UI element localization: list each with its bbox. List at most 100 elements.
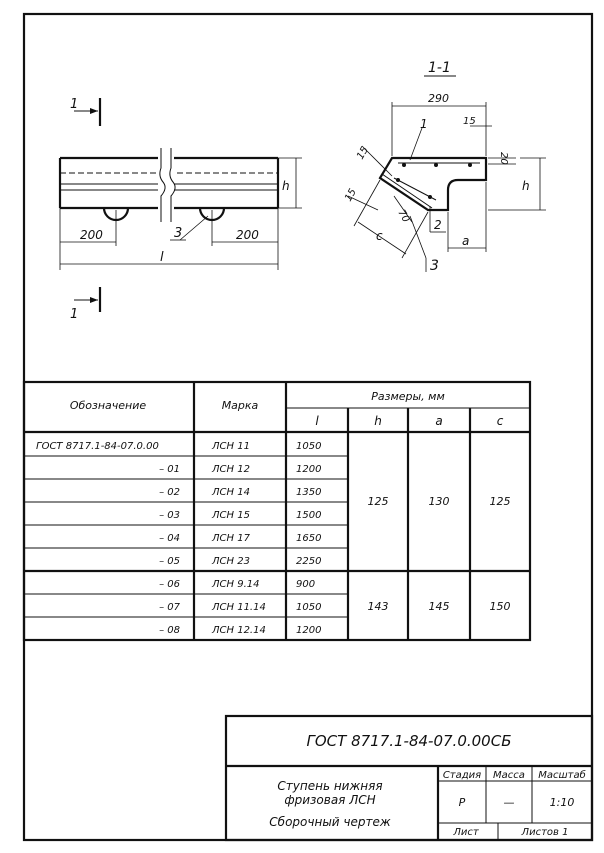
table-row: – 06 ЛСН 9.14 900 [159, 579, 315, 590]
dim-line-15-lower [347, 195, 379, 211]
dim-line-70 [393, 195, 413, 223]
section-title: 1-1 [428, 60, 451, 76]
cell-mark: ЛСН 9.14 [211, 579, 259, 590]
doc-name-line1: Ступень нижняя [277, 779, 382, 793]
title-block-border [224, 714, 594, 842]
arrow-head-bottom [90, 297, 98, 303]
cell-designation: – 08 [159, 625, 180, 636]
dim-h-section: h [522, 179, 530, 193]
rebar-dot [402, 163, 406, 167]
cell-mark: ЛСН 12 [211, 464, 250, 475]
header-designation: Обозначение [70, 399, 147, 412]
group1-a: 130 [429, 495, 450, 508]
stage-label: Стадия [443, 770, 481, 781]
dim-200-right: 200 [236, 228, 259, 242]
dim-20: 20 [498, 152, 509, 165]
rebar-dot [468, 163, 472, 167]
cell-l: 1350 [296, 487, 321, 498]
rebar-dot [434, 163, 438, 167]
dim-a: a [462, 234, 469, 248]
header-dimensions: Размеры, мм [371, 390, 445, 403]
step-profile [378, 156, 488, 212]
dim-line-15-side [361, 145, 393, 177]
callout-3-leader [179, 215, 209, 241]
cell-designation: ГОСТ 8717.1-84-07.0.00 [36, 441, 159, 452]
group2-h: 143 [368, 600, 389, 613]
cell-mark: ЛСН 12.14 [211, 625, 266, 636]
cell-l: 2250 [296, 556, 321, 567]
elevation-view: 1 h 200 200 3 l [58, 97, 302, 322]
cell-l: 1050 [296, 441, 321, 452]
sheet-label: Лист [452, 827, 480, 838]
table-row: – 04 ЛСН 17 1650 [159, 533, 321, 544]
group2-c: 150 [490, 600, 511, 613]
table-row: – 08 ЛСН 12.14 1200 [159, 625, 321, 636]
section-label-bottom: 1 [70, 307, 78, 322]
cell-mark: ЛСН 17 [211, 533, 251, 544]
group1-h: 125 [368, 495, 389, 508]
break-line-left [159, 148, 166, 222]
section-label-top: 1 [70, 97, 78, 112]
doc-type: Сборочный чертеж [269, 815, 391, 829]
rebar-dot [396, 178, 400, 182]
dim-70: 70 [395, 208, 411, 225]
doc-name-line2: фризовая ЛСН [284, 793, 375, 807]
cell-mark: ЛСН 15 [211, 510, 250, 521]
cell-l: 1200 [296, 464, 321, 475]
mass-label: Масса [493, 770, 525, 781]
cell-designation: – 04 [159, 533, 180, 544]
cell-mark: ЛСН 11.14 [211, 602, 266, 613]
group2-a: 145 [429, 600, 450, 613]
callout-1: 1 [420, 117, 428, 131]
cell-designation: – 07 [159, 602, 181, 613]
sheets-label: Листов 1 [521, 827, 569, 838]
cell-mark: ЛСН 11 [211, 441, 250, 452]
table-row: – 02 ЛСН 14 1350 [159, 487, 321, 498]
cell-designation: – 05 [159, 556, 180, 567]
cell-designation: – 03 [159, 510, 180, 521]
cell-designation: – 02 [159, 487, 180, 498]
table-row: ГОСТ 8717.1-84-07.0.00 ЛСН 11 1050 [36, 441, 321, 452]
dim-15-lower: 15 [343, 187, 359, 204]
dim-l-label: l [160, 250, 164, 265]
header-h: h [374, 414, 382, 428]
callout-3-leader-section [409, 215, 427, 259]
break-gap [158, 148, 174, 220]
header-a: a [435, 414, 442, 428]
cell-l: 900 [296, 579, 315, 590]
dim-c: c [376, 229, 383, 243]
dim-200-left: 200 [80, 228, 103, 242]
cell-l: 1050 [296, 602, 321, 613]
arrow-head-top [90, 108, 98, 114]
table-border [22, 380, 532, 642]
rebar-dot [428, 195, 432, 199]
cell-designation: – 01 [159, 464, 180, 475]
cell-l: 1200 [296, 625, 321, 636]
dim-15-side: 15 [355, 145, 371, 162]
mass-value: — [504, 796, 515, 809]
cell-l: 1650 [296, 533, 321, 544]
header-mark: Марка [222, 399, 259, 412]
callout-3-section: 3 [430, 258, 439, 274]
group1-c: 125 [490, 495, 511, 508]
table-row: – 05 ЛСН 23 2250 [159, 556, 321, 567]
table-row: – 01 ЛСН 12 1200 [159, 464, 321, 475]
ext-line [401, 211, 429, 259]
callout-2: 2 [434, 218, 442, 232]
specification-table: Обозначение Марка Размеры, мм l h a c ГО… [22, 380, 532, 642]
dim-h-label: h [282, 179, 290, 193]
dim-290: 290 [428, 92, 449, 105]
scale-value: 1:10 [550, 796, 575, 809]
ext-line [353, 179, 381, 227]
step-slope-line [381, 173, 433, 209]
table-row: – 07 ЛСН 11.14 1050 [159, 602, 321, 613]
header-l: l [315, 414, 319, 428]
dim-line-c [357, 221, 407, 255]
cell-designation: – 06 [159, 579, 180, 590]
cell-mark: ЛСН 14 [211, 487, 250, 498]
dim-15-top: 15 [463, 116, 476, 127]
section-view: 1-1 290 15 1 20 h [343, 60, 546, 274]
break-line-right [169, 148, 176, 222]
